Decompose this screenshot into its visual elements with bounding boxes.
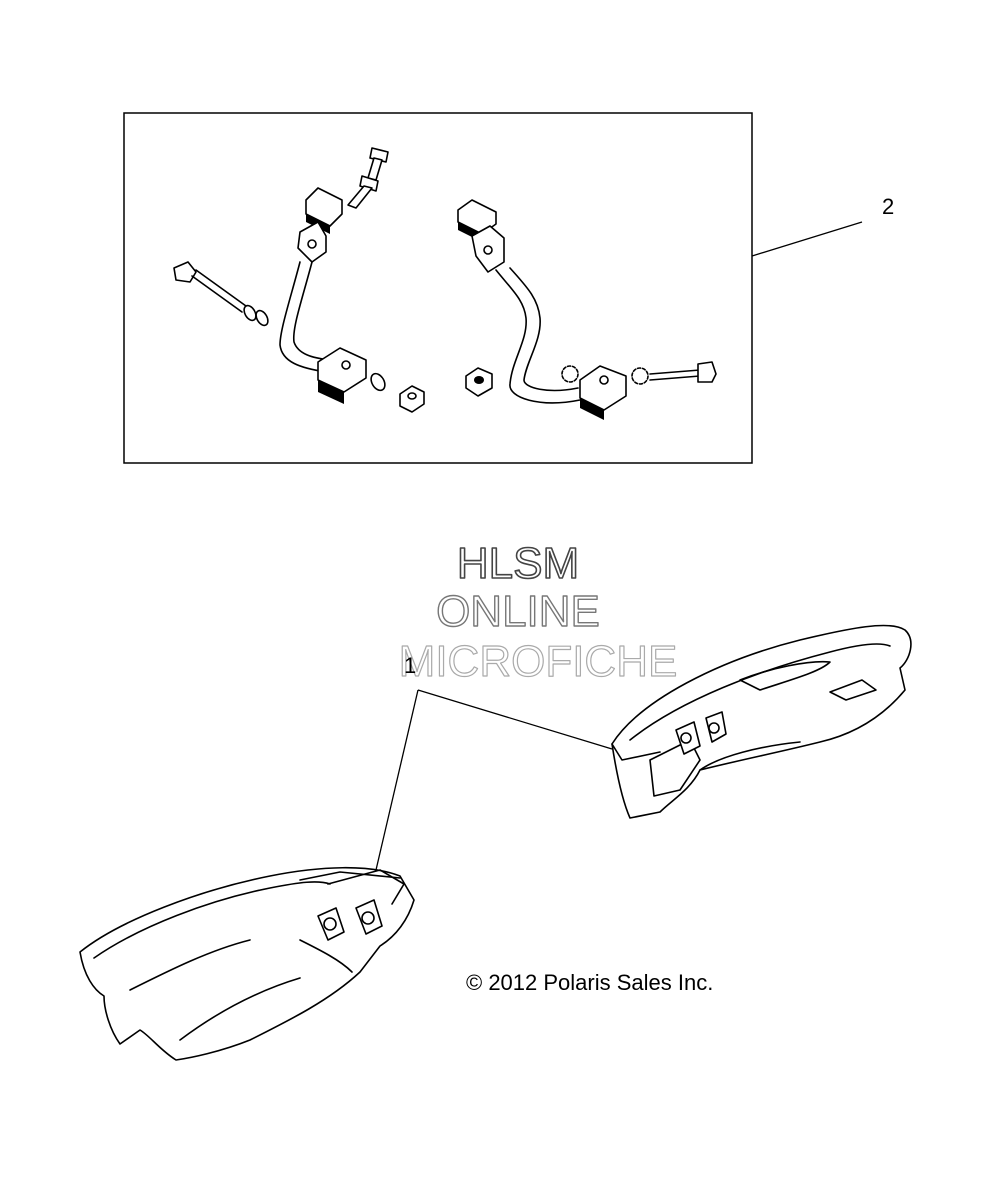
pin-lower (347, 175, 379, 209)
watermark-line-1: HLSM (457, 539, 579, 588)
callout-2: 2 (882, 194, 894, 219)
leader-line-1a (417, 689, 613, 750)
kit-box (123, 112, 753, 464)
leader-line-2 (751, 221, 863, 257)
left-bracket-assembly (173, 147, 425, 413)
leader-line-1b (375, 689, 419, 871)
right-bracket-assembly (457, 199, 717, 420)
watermark-line-2: ONLINE (436, 587, 600, 636)
copyright-text: © 2012 Polaris Sales Inc. (466, 970, 713, 995)
pin-upper (367, 147, 389, 181)
watermark-line-3: MICROFICHE (399, 637, 678, 686)
watermark: HLSM ONLINE MICROFICHE (398, 538, 678, 686)
callout-1: 1 (404, 653, 416, 678)
handguard-left (79, 866, 415, 1061)
handguard-right (611, 624, 912, 819)
